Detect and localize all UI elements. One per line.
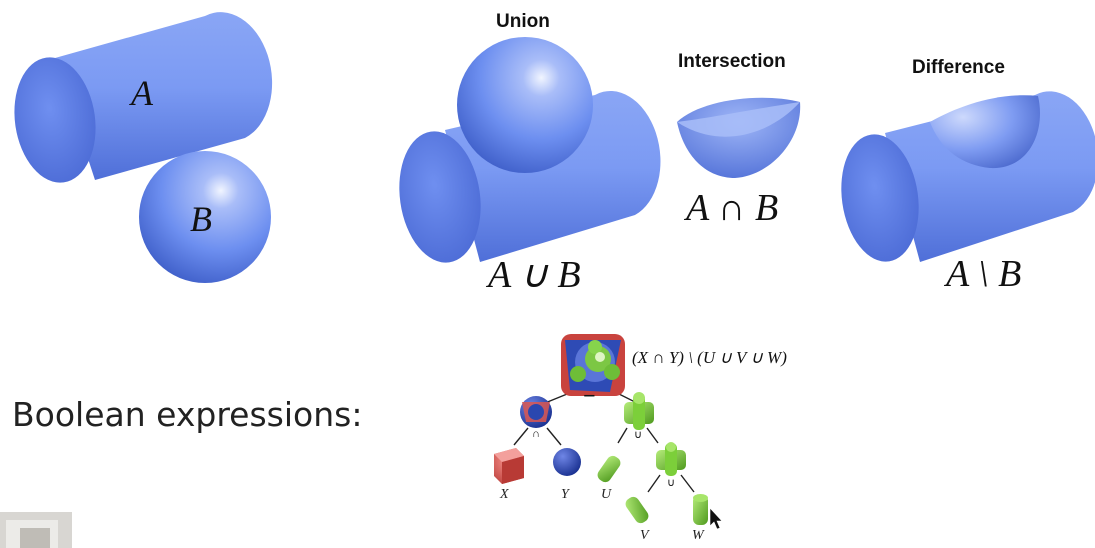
op-intersection: ∩ bbox=[532, 428, 540, 440]
csg-tree bbox=[494, 334, 723, 530]
label-b: B bbox=[190, 199, 212, 239]
leaf-sphere-y bbox=[553, 448, 581, 476]
union-node-2 bbox=[656, 442, 686, 476]
union-node bbox=[624, 392, 654, 430]
leaf-cylinder-v bbox=[625, 496, 649, 524]
op-union: ∪ bbox=[634, 429, 643, 441]
difference-title: Difference bbox=[912, 57, 1005, 78]
sphere-b bbox=[139, 151, 271, 283]
corner-thumbnail bbox=[0, 512, 72, 548]
intersect-node bbox=[520, 396, 552, 428]
difference-expression: A \ B bbox=[946, 253, 1022, 295]
leaf-label-w: W bbox=[692, 528, 704, 543]
leaf-label-y: Y bbox=[561, 487, 569, 502]
cylinder-a bbox=[14, 12, 273, 183]
leaf-cube-x bbox=[494, 448, 524, 484]
mouse-pointer-icon bbox=[709, 507, 723, 530]
leaf-cylinder-w bbox=[693, 494, 708, 525]
intersection-expression: A ∩ B bbox=[686, 187, 779, 229]
leaf-label-x: X bbox=[500, 487, 509, 502]
difference-solid bbox=[841, 91, 1095, 262]
intersection-title: Intersection bbox=[678, 51, 786, 72]
op-union-2: ∪ bbox=[667, 477, 676, 489]
tree-expression: (X ∩ Y) \ (U ∪ V ∪ W) bbox=[632, 348, 787, 367]
leaf-cylinder-u bbox=[597, 455, 621, 483]
leaf-label-u: U bbox=[601, 487, 612, 502]
label-a: A bbox=[131, 73, 153, 113]
leaf-label-v: V bbox=[640, 528, 649, 543]
root-node bbox=[561, 334, 625, 396]
union-solid bbox=[399, 37, 661, 263]
intersection-solid bbox=[677, 97, 801, 178]
boolean-expressions-caption: Boolean expressions: bbox=[12, 395, 363, 434]
op-difference: − bbox=[583, 383, 596, 408]
union-title: Union bbox=[496, 11, 550, 32]
union-expression: A ∪ B bbox=[488, 254, 581, 296]
